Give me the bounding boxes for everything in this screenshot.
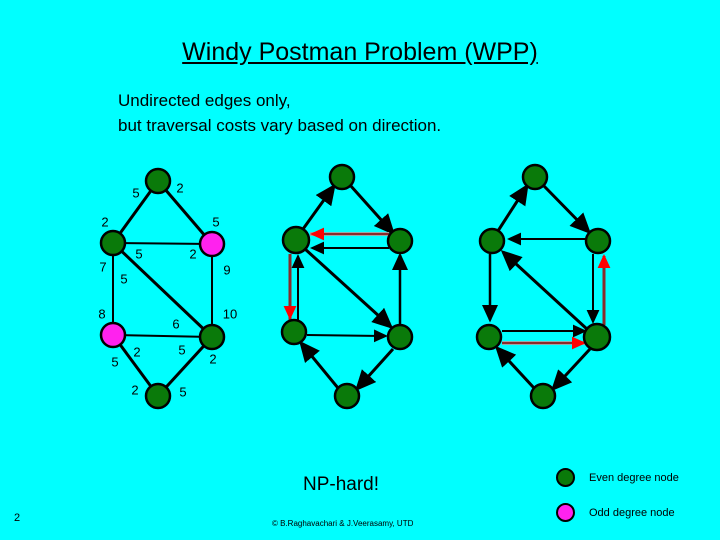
node-top[interactable] (328, 163, 356, 191)
node-bleft[interactable] (475, 323, 503, 351)
edge-weight-label: 5 (178, 342, 186, 358)
subtitle-line-2: but traversal costs vary based on direct… (118, 116, 442, 135)
edge-left-to-bright (303, 247, 394, 330)
legend-item-odd-degree: Odd degree node (556, 503, 675, 522)
circle-node-icon (556, 503, 575, 522)
graph3-nodes (475, 163, 612, 410)
edge-bottom-to-bleft (299, 340, 340, 389)
subtitle-line-1: Undirected edges only, (118, 91, 291, 110)
edge-bleft-bright (112, 334, 213, 338)
edge-left-to-top (296, 183, 336, 237)
edge-weight-label: 2 (133, 344, 141, 360)
circle-node-icon (556, 468, 575, 487)
node-left[interactable] (99, 229, 127, 257)
graph2-edges (283, 183, 408, 392)
edge-bright-to-bottom (550, 347, 592, 392)
node-bright[interactable] (582, 322, 612, 352)
graph2-nodes (280, 163, 414, 410)
edge-bottom-to-bleft (494, 345, 536, 390)
node-top[interactable] (521, 163, 549, 191)
node-bright[interactable] (386, 323, 414, 351)
edge-weight-label: 5 (179, 384, 187, 400)
edge-top-right (156, 180, 214, 245)
edge-weight-label: 2 (189, 246, 197, 262)
edge-weight-label: 6 (172, 316, 180, 332)
legend-label-even: Even degree node (589, 471, 679, 484)
node-bottom[interactable] (333, 382, 361, 410)
node-top[interactable] (144, 167, 172, 195)
node-left[interactable] (281, 225, 311, 255)
node-bottom[interactable] (529, 382, 557, 410)
edge-top-to-right (348, 183, 396, 236)
edge-top-to-right (541, 183, 592, 235)
node-right[interactable] (584, 227, 612, 255)
node-right[interactable] (198, 230, 226, 258)
edge-left-to-top (494, 183, 529, 235)
edge-weight-label: 5 (212, 214, 220, 230)
edge-bright-to-bottom (354, 347, 395, 392)
node-bleft[interactable] (280, 318, 308, 346)
edge-weight-label: 8 (98, 306, 106, 322)
node-bright[interactable] (198, 323, 226, 351)
subtitle-block: Undirected edges only, but traversal cos… (118, 88, 638, 138)
node-left[interactable] (478, 227, 506, 255)
edge-weight-label: 5 (111, 354, 119, 370)
edge-left-bright (111, 241, 214, 339)
edge-bleft-to-bright (306, 329, 388, 343)
edge-weight-label: 2 (209, 351, 217, 367)
legend-item-even-degree: Even degree node (556, 468, 679, 487)
node-bleft[interactable] (99, 321, 127, 349)
page-number: 2 (14, 512, 21, 524)
edge-weight-label: 2 (131, 382, 139, 398)
node-bottom[interactable] (144, 382, 172, 410)
edge-weight-label: 2 (101, 214, 109, 230)
edge-weight-label: 7 (99, 259, 107, 275)
legend-label-odd: Odd degree node (589, 506, 675, 519)
np-hard-annotation: NP-hard! (303, 474, 380, 495)
edge-weight-label: 10 (222, 306, 238, 322)
edge-bright-bottom (156, 335, 214, 398)
edge-left-right (112, 242, 213, 245)
graph1-nodes (99, 167, 226, 410)
edge-weight-label: 5 (135, 246, 143, 262)
page-title: Windy Postman Problem (WPP) (182, 38, 538, 66)
graph3-edges (482, 183, 611, 392)
edge-weight-label: 5 (120, 271, 128, 287)
edge-weight-label: 9 (223, 262, 231, 278)
node-right[interactable] (386, 227, 414, 255)
footer-credit: © B.Raghavachari & J.Veerasamy, UTD (272, 519, 414, 528)
edge-bright-to-left (500, 249, 590, 332)
edge-weight-label: 5 (132, 185, 140, 201)
edge-weight-label: 2 (176, 180, 184, 196)
